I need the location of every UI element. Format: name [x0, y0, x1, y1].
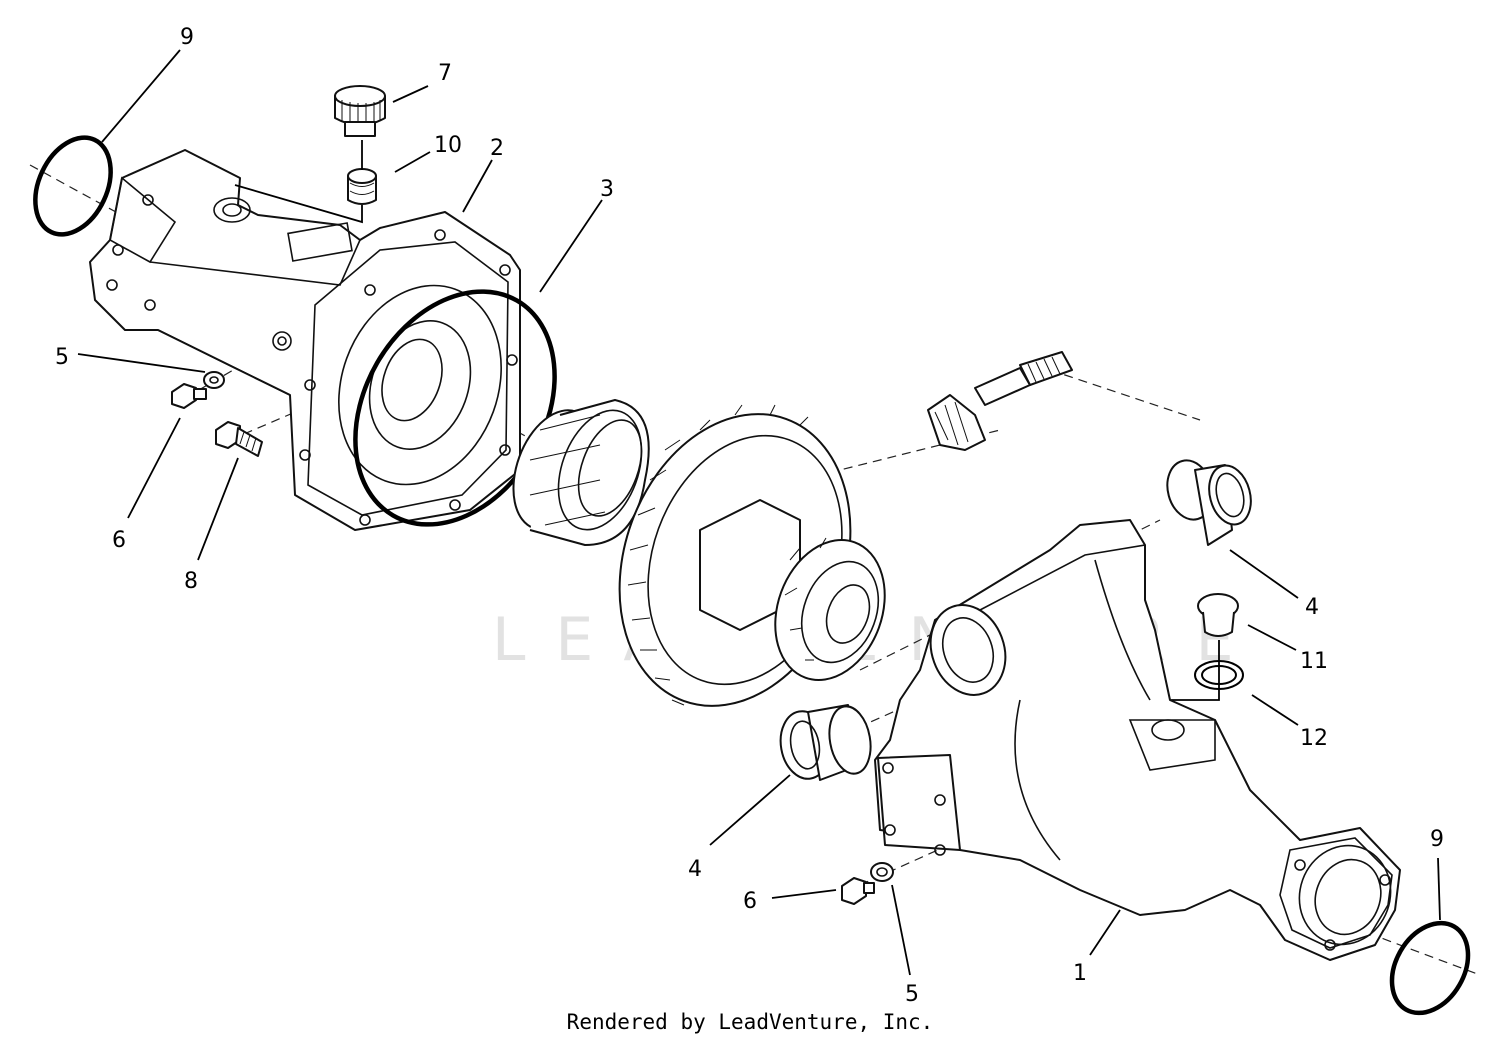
callout-2: 2 [490, 136, 504, 161]
bushing [347, 168, 377, 205]
callout-6-left: 6 [112, 528, 126, 553]
callout-4-lower: 4 [688, 857, 702, 882]
axle-housing-right [874, 519, 1401, 961]
washer-left [203, 371, 225, 389]
callout-11: 11 [1300, 649, 1328, 674]
ring-gear-assembly [618, 404, 886, 707]
callout-8: 8 [184, 569, 198, 594]
washer-right [870, 862, 894, 882]
vent-bracket-line [234, 184, 363, 224]
callout-10: 10 [434, 133, 462, 158]
stud-bolt [215, 421, 263, 457]
leader-lines [77, 49, 1441, 976]
bolt-left [171, 383, 207, 409]
callout-5-left: 5 [55, 345, 69, 370]
bolt-right [841, 877, 875, 905]
drain-plug [1197, 593, 1239, 637]
callout-6-right: 6 [743, 889, 757, 914]
vent-plug [334, 85, 386, 137]
callout-4-upper: 4 [1305, 595, 1319, 620]
render-credit: Rendered by LeadVenture, Inc. [566, 1010, 934, 1034]
callout-3: 3 [600, 177, 614, 202]
o-ring-left [33, 135, 113, 237]
callout-labels: 1 2 3 4 4 5 5 6 6 7 8 9 9 10 11 12 [55, 25, 1444, 1007]
callout-9-right: 9 [1430, 827, 1444, 852]
callout-9-left: 9 [180, 25, 194, 50]
pinion-gear-shaft [927, 351, 1073, 451]
callout-1: 1 [1073, 961, 1087, 986]
flanged-bushing-upper [1166, 459, 1252, 546]
callout-7: 7 [438, 61, 452, 86]
bearing-cup [512, 399, 650, 546]
flanged-bushing-lower [779, 704, 872, 781]
o-ring-right [1389, 920, 1471, 1016]
callout-12: 12 [1300, 726, 1328, 751]
callout-5-right: 5 [905, 982, 919, 1007]
